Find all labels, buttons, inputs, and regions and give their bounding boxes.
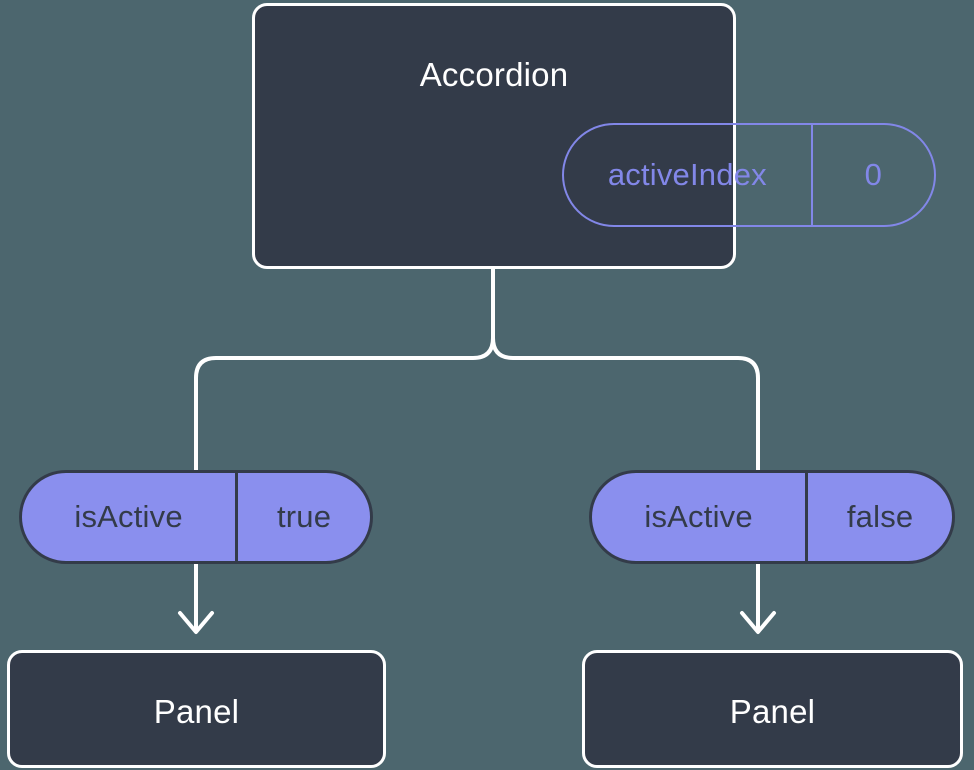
- node-panel-right-label: Panel: [729, 693, 816, 730]
- arrow-head-left-icon: [178, 611, 214, 634]
- arrow-head-right-icon: [740, 611, 776, 634]
- state-badge-key: activeIndex: [607, 157, 767, 192]
- node-panel-left-label: Panel: [153, 693, 240, 730]
- prop-badge-key: isActive: [74, 499, 183, 534]
- state-badge-active-index[interactable]: activeIndex 0: [562, 123, 936, 227]
- node-accordion-label: Accordion: [419, 56, 569, 93]
- prop-badge-is-active-false[interactable]: isActive false: [589, 470, 955, 564]
- tree-connector-path-right: [491, 266, 760, 472]
- node-panel-right[interactable]: Panel: [582, 650, 963, 768]
- prop-badge-value: true: [235, 473, 370, 561]
- prop-badge-key: isActive: [644, 499, 753, 534]
- prop-badge-value: false: [805, 473, 952, 561]
- tree-connector-path: [194, 266, 495, 472]
- prop-badge-is-active-true[interactable]: isActive true: [19, 470, 373, 564]
- state-badge-value: 0: [810, 125, 934, 225]
- node-panel-left[interactable]: Panel: [7, 650, 386, 768]
- node-accordion[interactable]: Accordion activeIndex 0: [252, 3, 936, 269]
